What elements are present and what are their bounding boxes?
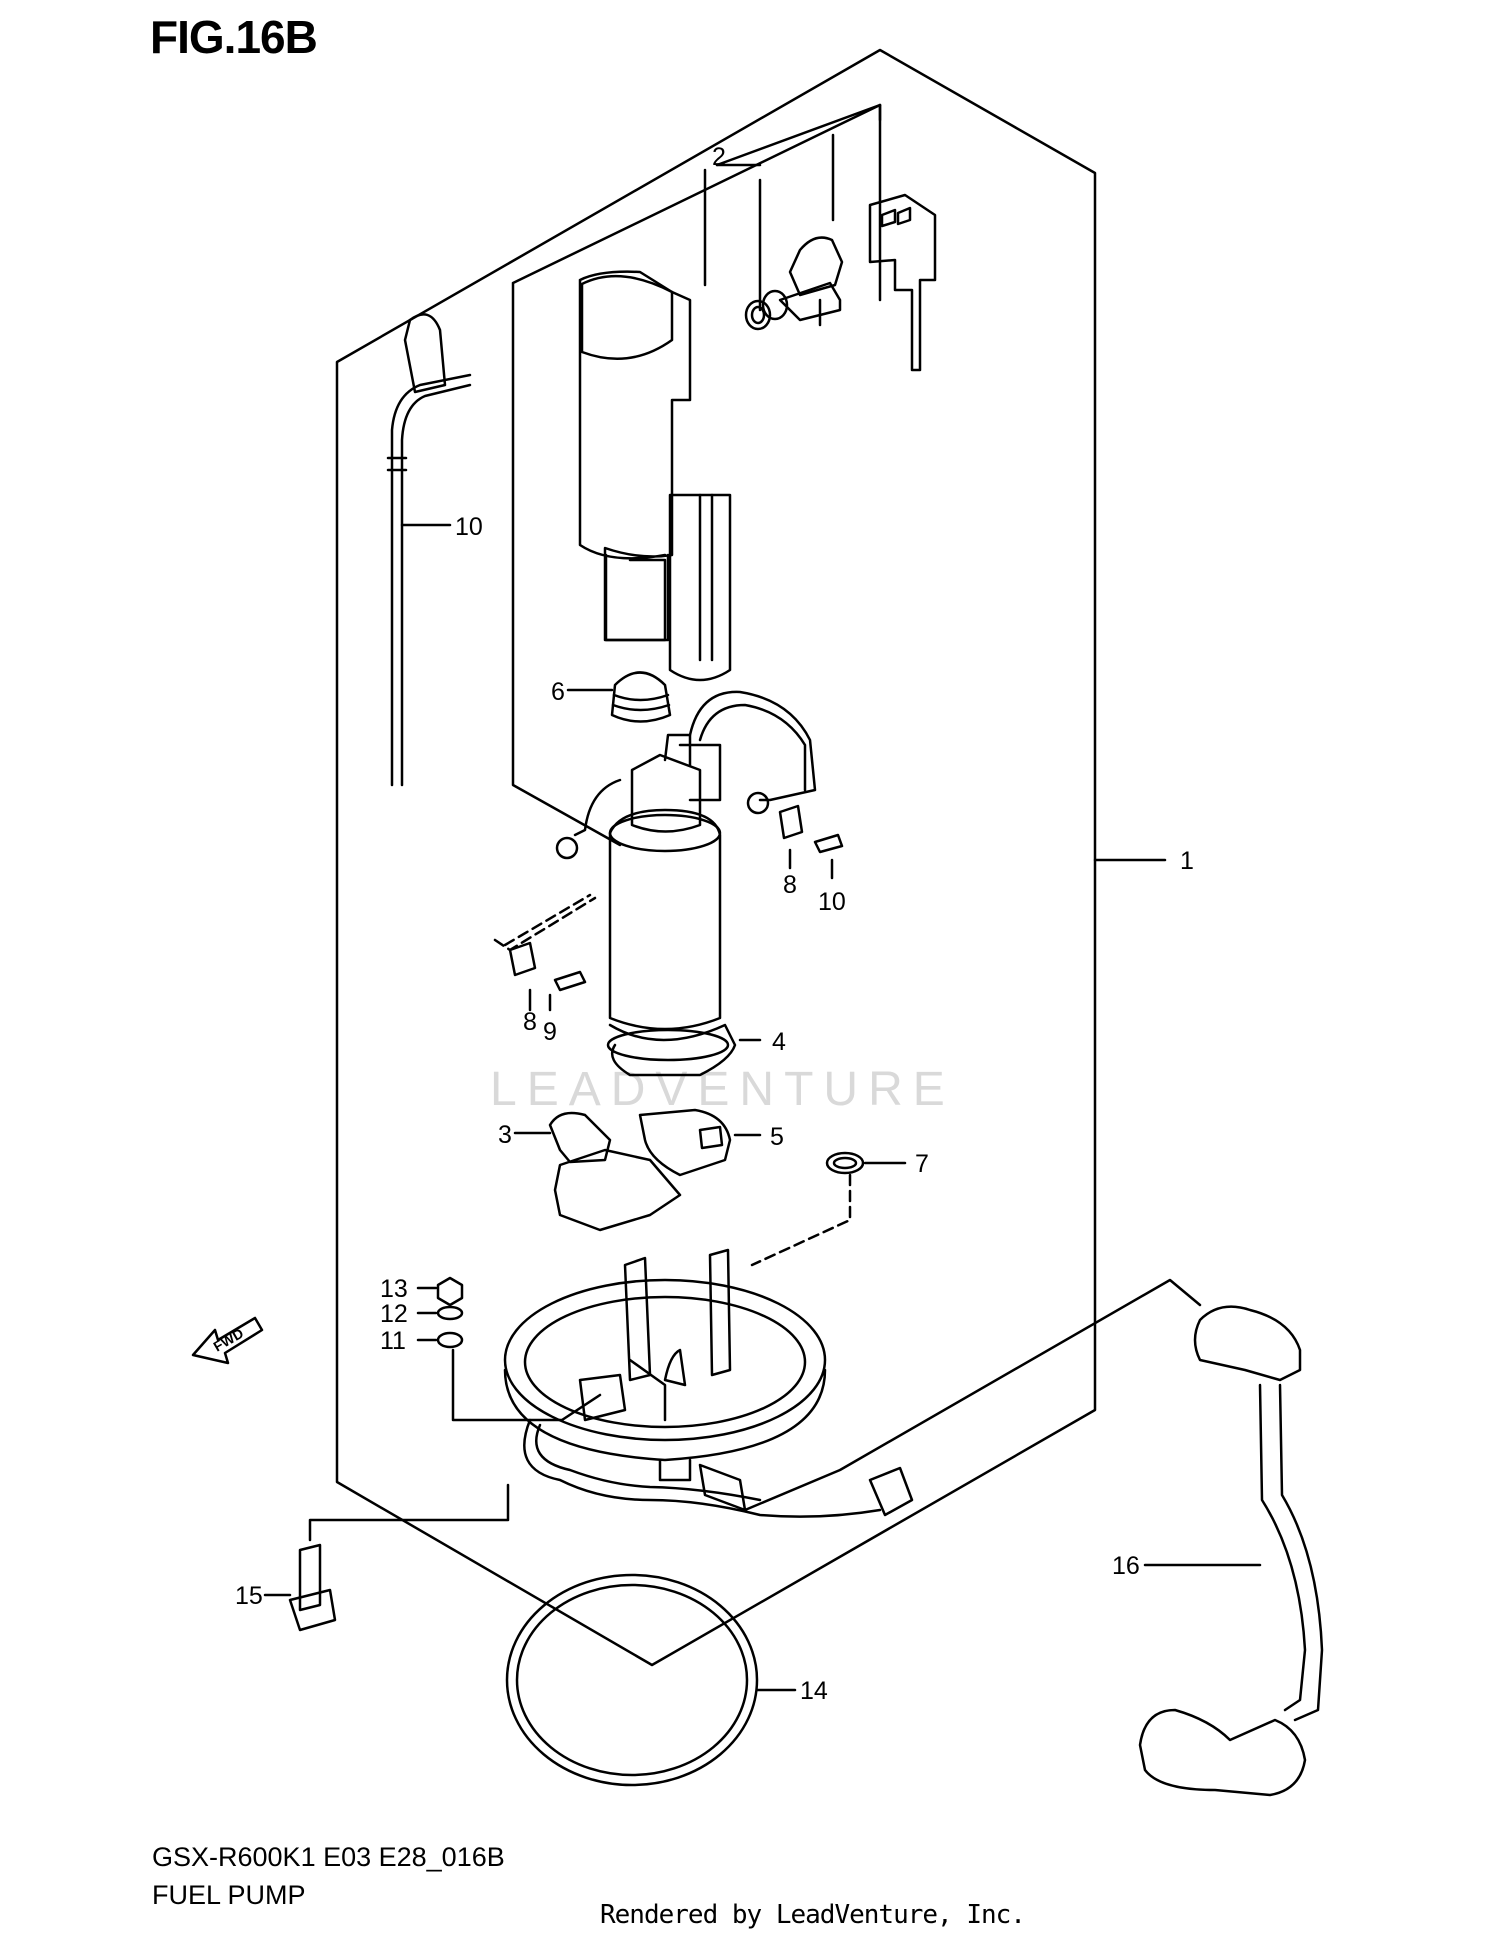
subassembly-outline: [511, 103, 882, 847]
callout-10-screw: 10: [818, 888, 846, 916]
callout-3: 3: [498, 1121, 512, 1149]
callout-6: 6: [551, 678, 565, 706]
callout-10-hose: 10: [455, 513, 483, 541]
callout-11: 11: [380, 1327, 406, 1355]
callout-7: 7: [915, 1150, 929, 1178]
fwd-arrow: [191, 1316, 264, 1365]
callout-8-right: 8: [783, 871, 797, 899]
base-plate: [503, 1278, 827, 1442]
callout-13: 13: [380, 1275, 408, 1303]
assembly-outline: [335, 48, 1097, 1667]
callout-16: 16: [1112, 1552, 1140, 1580]
callout-2: 2: [712, 143, 726, 171]
figure-title: FIG.16B: [150, 11, 318, 63]
callout-9: 9: [543, 1018, 557, 1046]
callout-14: 14: [800, 1677, 828, 1705]
pump-housing: [578, 270, 692, 642]
figure-name: FUEL PUMP: [152, 1880, 306, 1910]
model-code: GSX-R600K1 E03 E28_016B: [152, 1842, 505, 1872]
fuel-level-sensor: [548, 1111, 612, 1164]
fuel-hose: [1193, 1305, 1302, 1382]
tank-gasket: [505, 1573, 759, 1787]
callout-12: 12: [380, 1300, 408, 1328]
callout-1: 1: [1180, 847, 1194, 875]
callout-8-left: 8: [523, 1008, 537, 1036]
callout-5: 5: [770, 1123, 784, 1151]
callout-4: 4: [772, 1028, 786, 1056]
callout-15: 15: [235, 1582, 263, 1610]
breather-hose: [390, 373, 472, 787]
watermark-text: LEADVENTURE: [490, 1063, 955, 1116]
credit-line: Rendered by LeadVenture, Inc.: [600, 1900, 1026, 1930]
fuel-pump: [608, 808, 722, 1031]
filter: [608, 1023, 737, 1077]
grommet: [610, 671, 672, 723]
